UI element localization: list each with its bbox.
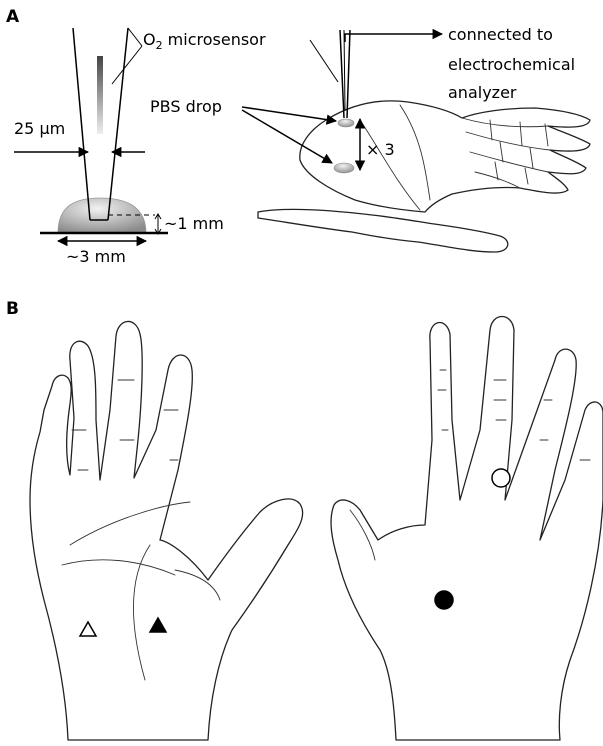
- pbs-drop-schematic: [58, 198, 146, 233]
- pbs-drop-label: PBS drop: [150, 97, 222, 116]
- open-circle-marker: [492, 469, 510, 487]
- sensor-wall-left: [73, 28, 90, 220]
- repeat-label: × 3: [366, 140, 395, 159]
- probe-leader: [310, 40, 338, 82]
- left-hand-outline: [30, 321, 303, 740]
- pbs-drop-1: [338, 119, 354, 127]
- pbs-drop-2: [334, 163, 354, 173]
- connected-label-1: connected to: [448, 25, 553, 44]
- drop-height-label: ~1 mm: [164, 214, 224, 233]
- connected-arrow: [345, 34, 442, 42]
- probe-wall-left: [340, 30, 344, 118]
- connected-label-3: analyzer: [448, 83, 517, 102]
- o2-leader-1: [112, 46, 142, 84]
- right-hand-outline: [331, 317, 603, 741]
- sensor-core: [97, 56, 103, 134]
- right-hand-back: [331, 317, 603, 741]
- panel-b-label: B: [6, 299, 19, 319]
- o2-leader-2: [128, 28, 142, 46]
- panel-a-label: A: [6, 7, 20, 27]
- sensor-wall-right: [108, 28, 128, 220]
- filled-circle-marker: [435, 591, 453, 609]
- drop-width-label: ~3 mm: [66, 247, 126, 266]
- microsensor-schematic: 25 µm O2 microsensor ~1 mm ~3 mm: [14, 28, 266, 266]
- probe-wall-right: [347, 30, 350, 118]
- o2-microsensor-label: O2 microsensor: [143, 30, 266, 52]
- connected-label-2: electrochemical: [448, 55, 575, 74]
- tip-width-label: 25 µm: [14, 119, 65, 138]
- thumb-side: [258, 209, 508, 252]
- left-hand-palm: [30, 321, 303, 740]
